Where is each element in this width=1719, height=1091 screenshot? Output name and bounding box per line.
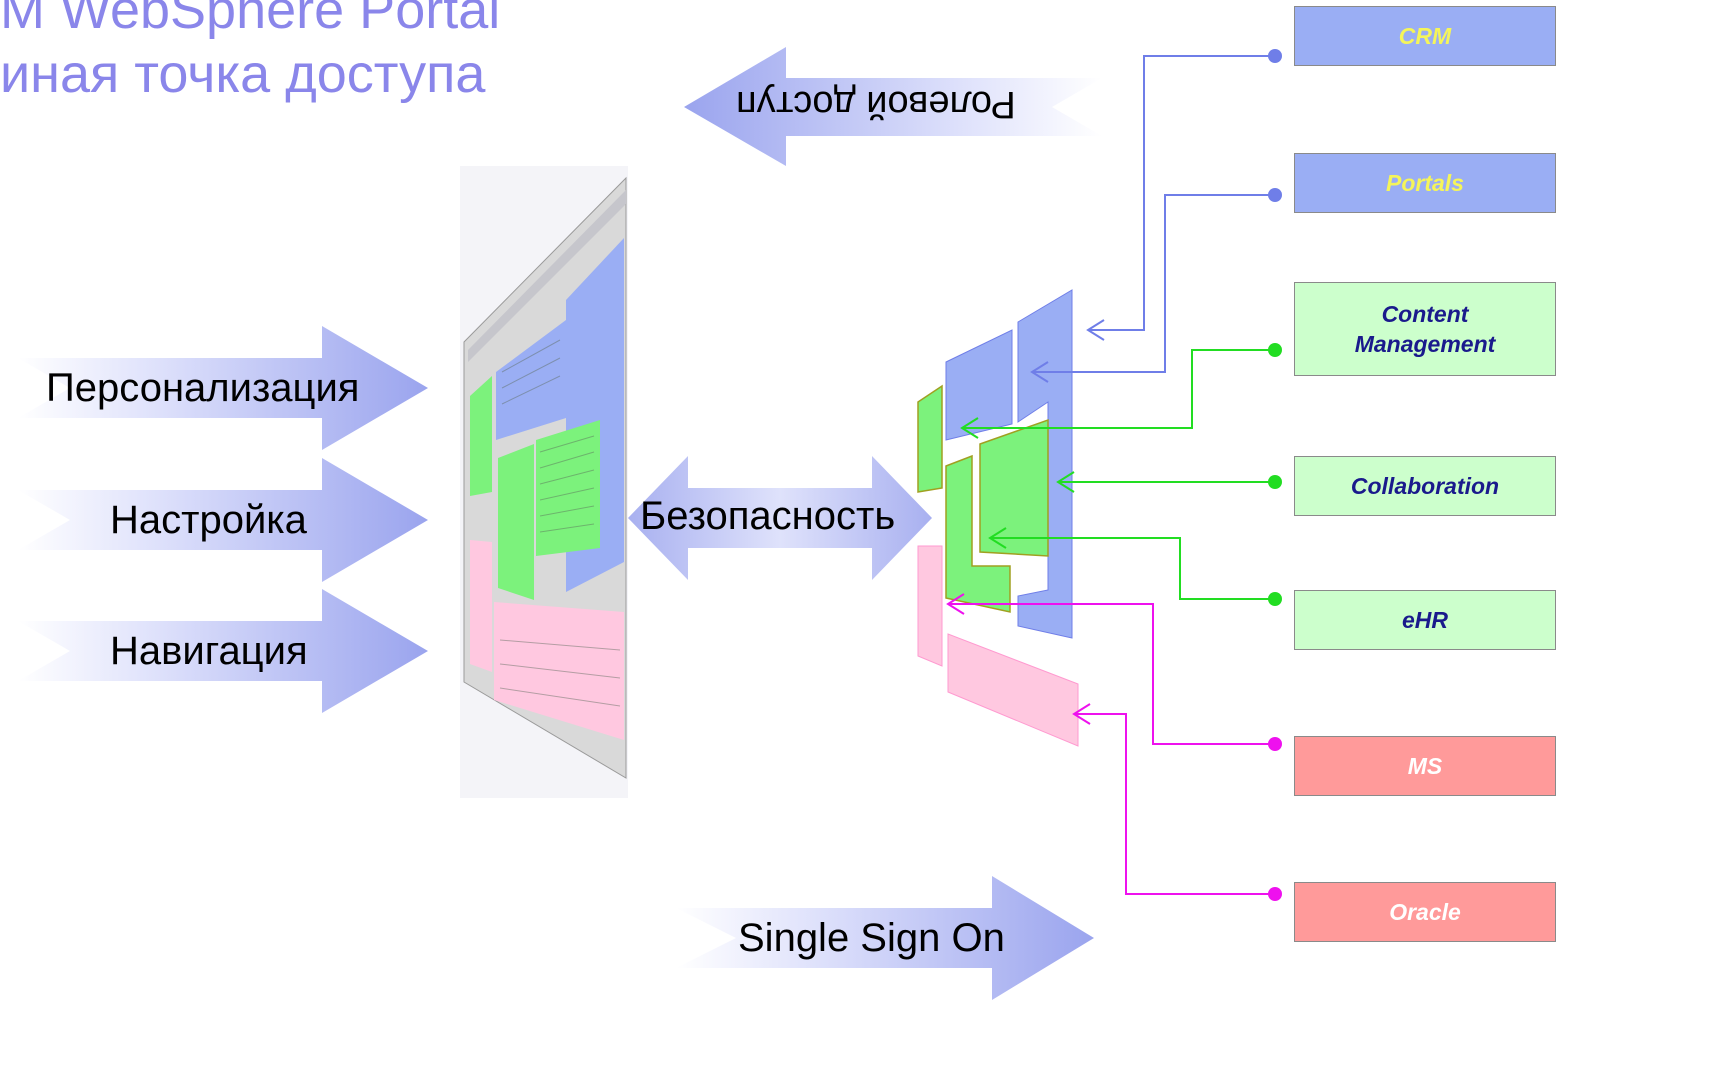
system-portals: Portals: [1294, 153, 1556, 213]
connector-ehr: [990, 537, 1275, 600]
system-content-management-label: Content Management: [1354, 301, 1496, 357]
system-collaboration-label: Collaboration: [1350, 473, 1500, 499]
system-ms-label: MS: [1407, 753, 1443, 779]
role-access-label: Ролевой доступ: [736, 83, 1016, 125]
connector-portals: [1032, 194, 1275, 373]
navigation-label: Навигация: [110, 629, 308, 673]
portal-screenshot: [460, 166, 628, 798]
system-ehr-label: eHR: [1401, 607, 1448, 633]
page-title: M WebSphere Portal иная точка доступа: [0, 0, 500, 106]
arrow-sso: [676, 876, 1094, 1000]
connectors: [946, 55, 1275, 895]
title-line-2: иная точка доступа: [0, 44, 486, 104]
connector-collaboration-arrowhead: [1056, 471, 1075, 493]
portal-model: [917, 289, 1079, 747]
arrow-role-access: [684, 47, 1102, 166]
connector-ehr-arrowhead: [988, 527, 1007, 549]
title-line-1: M WebSphere Portal: [0, 0, 501, 40]
system-crm-label: CRM: [1398, 23, 1452, 49]
arrow-navigation: [18, 589, 428, 713]
arrow-security: [628, 456, 932, 580]
connector-crm: [1088, 55, 1275, 331]
connector-portals-arrowhead: [1030, 361, 1049, 383]
system-ms: MS: [1294, 736, 1556, 796]
sso-label: Single Sign On: [738, 916, 1005, 960]
connector-content: [962, 349, 1275, 429]
security-label: Безопасность: [640, 494, 896, 538]
connector-ms: [948, 603, 1275, 745]
system-portals-label: Portals: [1386, 170, 1464, 196]
settings-label: Настройка: [110, 498, 307, 542]
connector-oracle-arrowhead: [1072, 703, 1091, 725]
system-content-management: Content Management: [1294, 282, 1556, 376]
system-crm: CRM: [1294, 6, 1556, 66]
connector-dots: [1268, 49, 1282, 901]
system-oracle-label: Oracle: [1389, 899, 1461, 925]
connector-oracle: [1074, 713, 1275, 895]
connector-content-arrowhead: [960, 417, 979, 439]
arrow-personalization: [18, 326, 428, 450]
connector-crm-arrowhead: [1086, 319, 1105, 341]
personalization-label: Персонализация: [46, 366, 360, 410]
system-collaboration: Collaboration: [1294, 456, 1556, 516]
arrow-settings: [18, 458, 428, 582]
system-oracle: Oracle: [1294, 882, 1556, 942]
connector-ms-arrowhead: [946, 593, 965, 615]
system-ehr: eHR: [1294, 590, 1556, 650]
